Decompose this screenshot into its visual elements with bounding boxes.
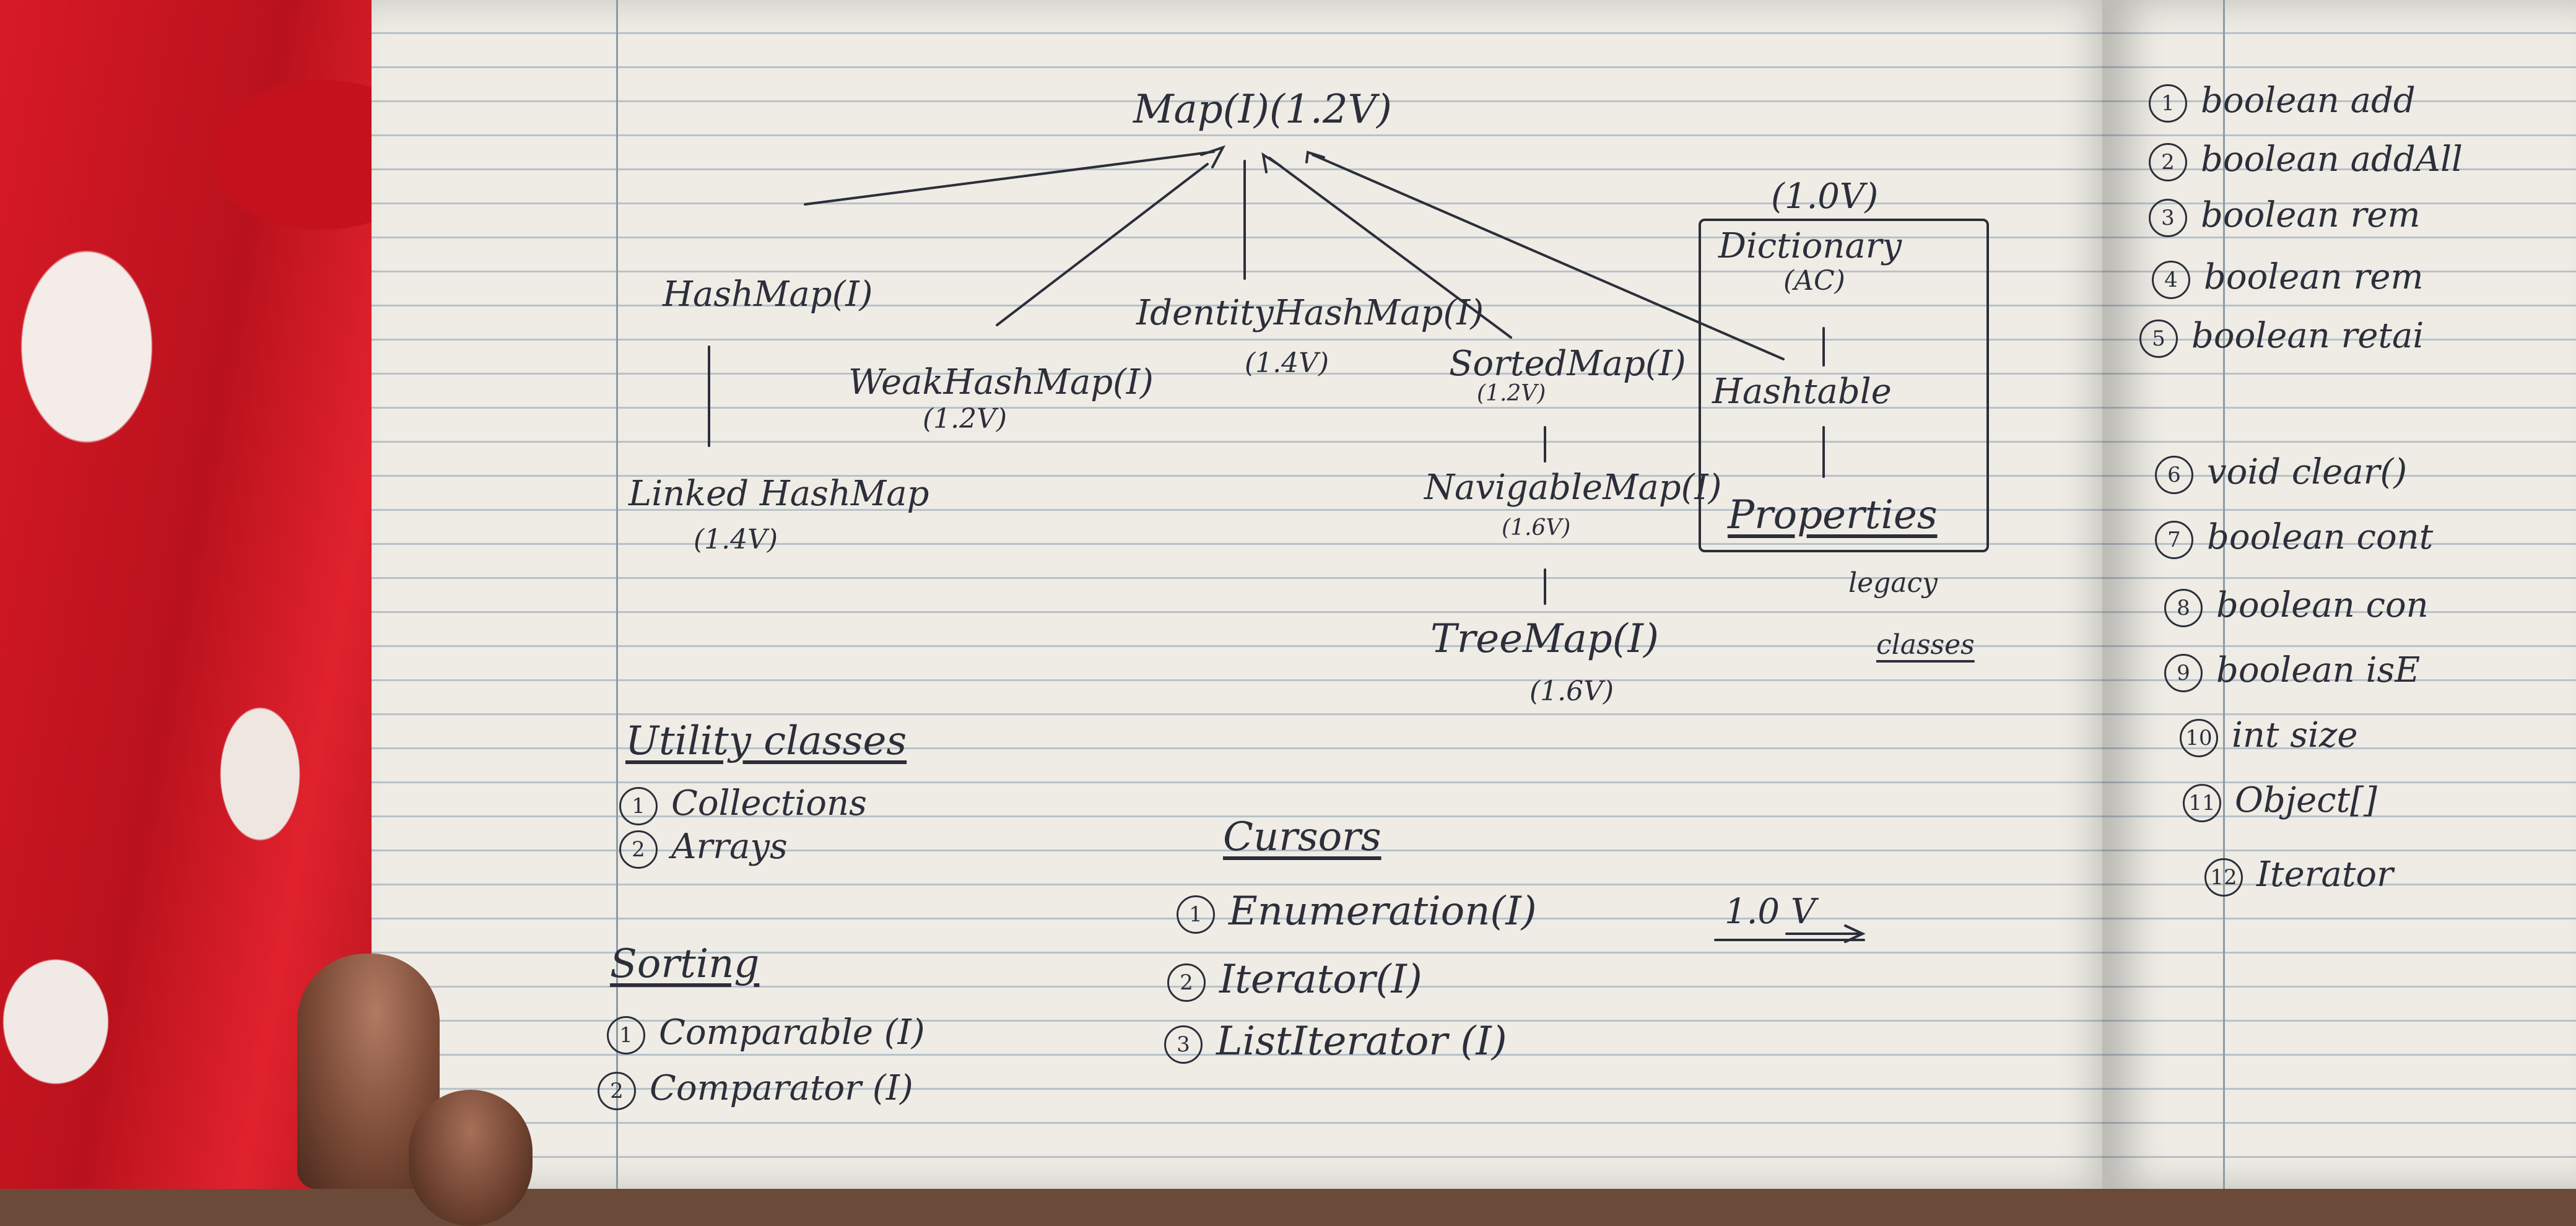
weakhashmap-version: (1.2V) (923, 403, 1007, 435)
arrow-sortedmap (1268, 157, 1512, 339)
number-badge: 2 (1167, 963, 1206, 1002)
arrow-hashmap (804, 150, 1215, 206)
cursor-item-enumeration: 1 Enumeration(I) (1177, 892, 1537, 934)
cursor-item-label: Iterator(I) (1219, 957, 1422, 1002)
number-badge: 1 (607, 1015, 645, 1054)
method-label: boolean cont (2207, 517, 2434, 557)
method-label: boolean rem (2201, 195, 2421, 235)
number-badge: 2 (2149, 142, 2187, 181)
method-label: boolean retai (2191, 316, 2424, 356)
utility-item-label: Arrays (671, 827, 788, 867)
method-item: 7 boolean cont (2155, 520, 2433, 559)
identityhashmap-label: IdentityHashMap(I) (1136, 293, 1484, 333)
map-label: Map(I)(1.2V) (1133, 87, 1392, 133)
hierarchy-arrows (708, 145, 1989, 943)
arrowhead (1261, 152, 1282, 173)
method-label: Object[] (2235, 780, 2377, 820)
method-label: void clear() (2207, 452, 2408, 492)
number-badge: 12 (2204, 858, 2243, 897)
number-badge: 1 (619, 786, 658, 825)
number-badge: 1 (2149, 84, 2187, 123)
utility-heading: Utility classes (625, 718, 907, 764)
margin-line (2223, 0, 2225, 1189)
number-badge: 5 (2139, 319, 2178, 358)
weakhashmap-label: WeakHashMap(I) (848, 362, 1154, 402)
sortedmap-label: SortedMap(I) (1449, 344, 1686, 384)
method-item: 5 boolean retai (2139, 319, 2424, 358)
sorting-heading: Sorting (610, 941, 760, 987)
utility-item-arrays: 2 Arrays (619, 830, 788, 869)
number-badge: 2 (598, 1071, 636, 1110)
method-label: boolean con (2216, 585, 2429, 625)
cursor-item-label: Enumeration(I) (1229, 889, 1537, 934)
method-item: 9 boolean isE (2164, 653, 2420, 692)
utility-item-label: Collections (671, 783, 867, 824)
method-label: int size (2232, 715, 2358, 755)
navigablemap-version: (1.6V) (1502, 515, 1571, 541)
number-badge: 7 (2155, 520, 2193, 559)
finger (409, 1090, 533, 1226)
number-badge: 6 (2155, 455, 2193, 494)
method-item: 8 boolean con (2164, 588, 2429, 627)
arrowhead (1305, 150, 1325, 163)
margin-line (616, 0, 618, 1189)
method-item: 2 boolean addAll (2149, 142, 2463, 181)
method-item: 6 void clear() (2155, 455, 2407, 494)
method-item: 3 boolean rem (2149, 198, 2421, 237)
navigablemap-label: NavigableMap(I) (1424, 467, 1722, 508)
treemap-version: (1.6V) (1530, 676, 1614, 707)
dictionary-type: (AC) (1783, 265, 1845, 297)
linkedhashmap-label: Linked HashMap (629, 474, 929, 514)
method-label: boolean isE (2216, 650, 2421, 690)
utility-item-collections: 1 Collections (619, 786, 867, 825)
legacy-note-line1: legacy (1848, 567, 1938, 599)
method-label: boolean addAll (2201, 139, 2463, 180)
sorting-item-label: Comparable (I) (659, 1012, 925, 1053)
legacy-box (1699, 219, 1989, 552)
identityhashmap-version: (1.4V) (1245, 347, 1329, 379)
dictionary-version: (1.0V) (1771, 176, 1879, 217)
number-badge: 4 (2152, 260, 2190, 299)
arrow-hashtable (1312, 154, 1785, 360)
cursor-item-label: ListIterator (I) (1216, 1019, 1507, 1064)
sorting-item-comparable: 1 Comparable (I) (607, 1015, 925, 1054)
sorting-item-comparator: 2 Comparator (I) (598, 1071, 913, 1110)
sortedmap-version: (1.2V) (1477, 381, 1546, 406)
hashmap-label: HashMap(I) (663, 274, 873, 315)
method-label: Iterator (2256, 854, 2393, 895)
number-badge: 2 (619, 830, 658, 869)
hashtable-label: Hashtable (1712, 372, 1892, 412)
number-badge: 10 (2180, 718, 2218, 757)
legacy-note-line2: classes (1876, 629, 1975, 661)
method-label: boolean add (2201, 80, 2416, 121)
method-label: boolean rem (2204, 257, 2424, 297)
arrow-weakhashmap (996, 163, 1209, 326)
properties-label: Properties (1728, 492, 1938, 538)
number-badge: 11 (2183, 783, 2221, 822)
cursors-heading: Cursors (1223, 814, 1382, 860)
number-badge: 8 (2164, 588, 2203, 627)
enumeration-version: 1.0 V (1725, 892, 1816, 932)
dictionary-label: Dictionary (1718, 226, 1902, 266)
method-item: 4 boolean rem (2152, 260, 2424, 299)
number-badge: 1 (1177, 895, 1215, 934)
method-item: 11 Object[] (2183, 783, 2377, 822)
cursor-item-listiterator: 3 ListIterator (I) (1164, 1022, 1507, 1064)
cursor-item-iterator: 2 Iterator(I) (1167, 960, 1422, 1002)
number-badge: 9 (2164, 653, 2203, 692)
linkedhashmap-version: (1.4V) (694, 524, 778, 555)
sorting-item-label: Comparator (I) (650, 1068, 913, 1108)
number-badge: 3 (1164, 1025, 1203, 1064)
arrowhead (1200, 145, 1226, 168)
method-item: 10 int size (2180, 718, 2358, 757)
number-badge: 3 (2149, 198, 2187, 237)
treemap-label: TreeMap(I) (1430, 616, 1659, 662)
